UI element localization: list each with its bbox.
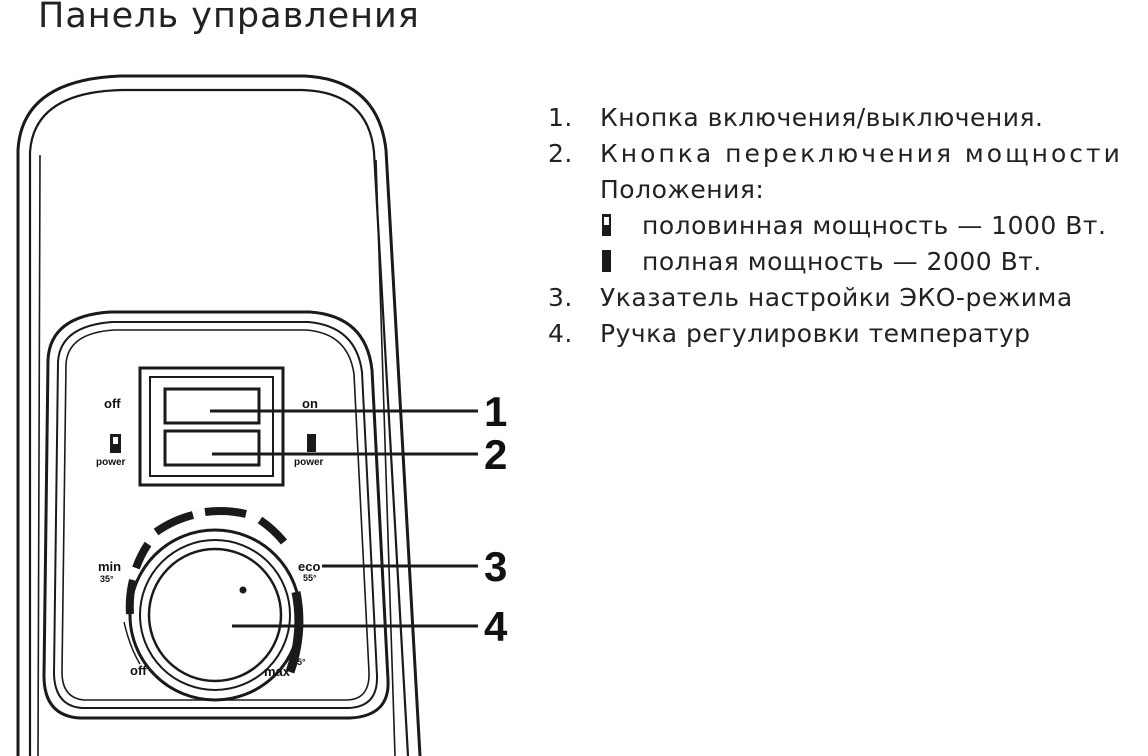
legend-text: Ручка регулировки температур: [600, 319, 1031, 348]
switch-housing: [138, 366, 285, 487]
max-temp-label: 5°: [297, 657, 306, 667]
callout-2: 2: [484, 431, 507, 478]
legend-number: 3.: [548, 283, 573, 312]
on-label: on: [302, 396, 318, 411]
legend-number: 4.: [548, 319, 573, 348]
off-dial-label: off: [130, 663, 147, 678]
power-label-right: power: [294, 457, 324, 468]
full-power-icon: [602, 250, 611, 272]
power-label-left: power: [96, 457, 126, 468]
legend-text: Положения:: [600, 175, 765, 204]
min-label: min: [98, 559, 121, 574]
off-scale-tick: [123, 621, 141, 665]
heater-control-panel-diagram: off on power power min 35° eco 55° off m…: [16, 74, 508, 756]
legend-text: половинная мощность — 1000 Вт.: [642, 211, 1107, 240]
off-label: off: [104, 396, 121, 411]
knob-indicator-dot: [239, 586, 247, 594]
power-mode-switch-button[interactable]: [163, 429, 261, 467]
legend-text: полная мощность — 2000 Вт.: [642, 247, 1042, 276]
legend-text: Кнопка переключения мощности: [600, 139, 1123, 168]
power-switch-button[interactable]: [163, 387, 261, 425]
legend-number: 2.: [548, 139, 573, 168]
legend-text: Кнопка включения/выключения.: [600, 103, 1044, 132]
max-label: max: [264, 664, 291, 679]
eco-label: eco: [298, 559, 320, 574]
legend-number: 1.: [548, 103, 573, 132]
temperature-scale-arc: [125, 506, 288, 615]
callout-4: 4: [484, 603, 508, 650]
heater-body: [16, 74, 422, 756]
min-temp-label: 35°: [100, 574, 114, 584]
full-power-icon: [307, 434, 316, 452]
callout-3: 3: [484, 543, 507, 590]
temperature-knob[interactable]: [128, 528, 302, 702]
eco-temp-label: 55°: [303, 573, 317, 583]
callout-1: 1: [484, 388, 507, 435]
half-power-icon: [602, 214, 611, 236]
callout-lines: [210, 409, 478, 628]
page-title: Панель управления: [38, 0, 420, 36]
control-panel-frame: [42, 310, 390, 720]
half-power-icon: [110, 434, 121, 453]
legend-text: Указатель настройки ЭКО-режима: [600, 283, 1073, 312]
